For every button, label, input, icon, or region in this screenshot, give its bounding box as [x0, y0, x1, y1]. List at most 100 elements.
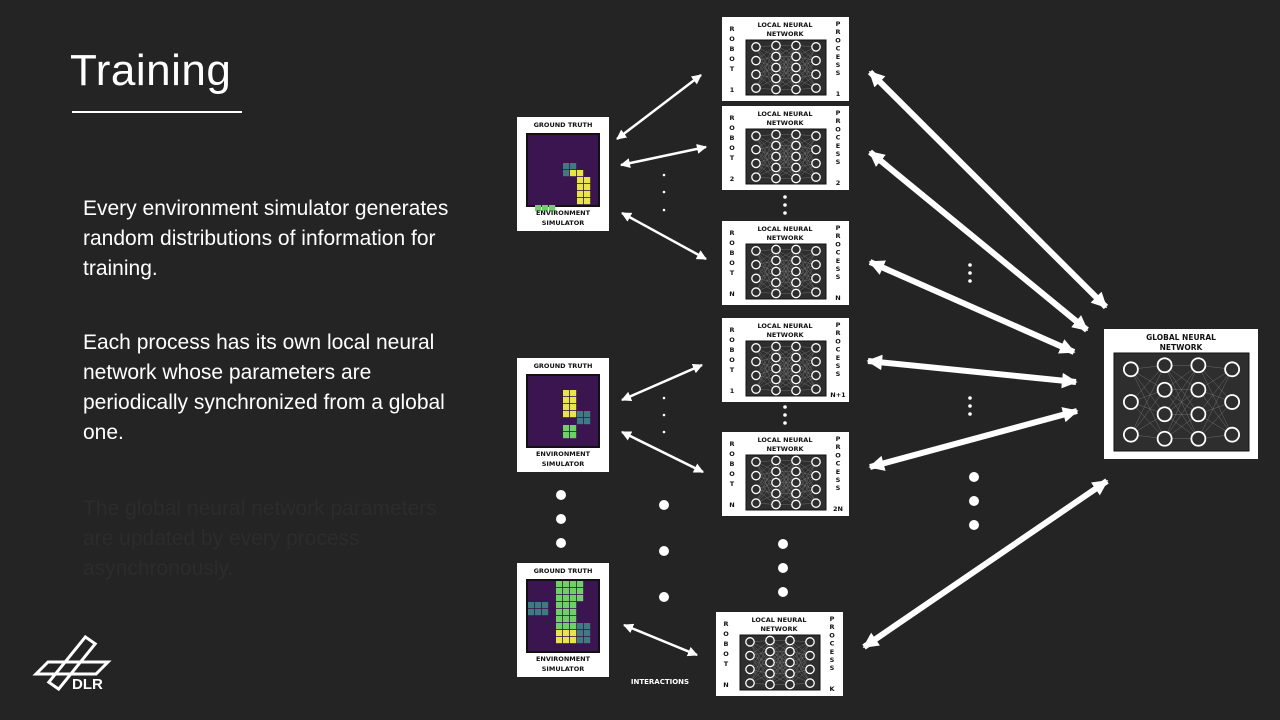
process-number: 2N [833, 505, 843, 513]
robot-label: T [730, 154, 735, 162]
process-label: E [836, 142, 840, 150]
robot-number: N [723, 681, 728, 689]
local-network-label: LOCAL NEURAL [758, 322, 813, 330]
robot-number: N [729, 290, 734, 298]
process-label: E [836, 468, 840, 476]
ellipsis-dot [556, 538, 566, 548]
robot-label: O [729, 336, 735, 344]
process-label: P [836, 321, 841, 329]
process-label: R [835, 232, 840, 240]
environment-label: ENVIRONMENT [536, 450, 591, 458]
ellipsis-dot [969, 496, 979, 506]
ellipsis-dot [783, 211, 787, 215]
sync-arrow [868, 259, 1076, 355]
interaction-arrow [621, 211, 707, 261]
local-network-label: NETWORK [766, 445, 804, 453]
robot-label: T [730, 480, 735, 488]
process-label: O [835, 451, 841, 459]
ellipsis-dot [778, 539, 788, 549]
robot-label: B [730, 249, 735, 257]
environment-label: ENVIRONMENT [536, 209, 591, 217]
robot-label: O [723, 650, 729, 658]
global-network-label: NETWORK [1160, 343, 1204, 352]
process-label: C [836, 249, 841, 257]
interaction-arrow [621, 363, 703, 402]
ellipsis-dot [662, 413, 666, 417]
process-label: S [836, 158, 841, 166]
process-label: S [836, 362, 841, 370]
process-label: S [836, 61, 841, 69]
local-network-label: NETWORK [766, 119, 804, 127]
process-label: C [836, 460, 841, 468]
robot-label: R [729, 114, 734, 122]
process-label: O [835, 36, 841, 44]
process-label: S [830, 664, 835, 672]
environment-simulator-card-2: GROUND TRUTH ENVIRONMENT SIMULATOR [517, 358, 609, 472]
environment-simulator-card-1: GROUND TRUTH ENVIRONMENT SIMULATOR [517, 117, 609, 231]
process-label: S [836, 265, 841, 273]
ellipsis-dot [556, 514, 566, 524]
local-network-label: NETWORK [760, 625, 798, 633]
process-number: N [835, 294, 840, 302]
process-label: S [830, 656, 835, 664]
local-network-label: LOCAL NEURAL [758, 436, 813, 444]
ellipsis-dot [968, 271, 972, 275]
simulator-label: SIMULATOR [542, 460, 584, 468]
ellipsis-dot [778, 587, 788, 597]
robot-label: O [729, 144, 735, 152]
dlr-logo [32, 634, 112, 692]
process-number: 2 [836, 179, 841, 187]
process-number: K [829, 685, 835, 693]
global-network-label: GLOBAL NEURAL [1146, 333, 1216, 342]
ellipsis-dot [556, 490, 566, 500]
process-label: E [836, 53, 840, 61]
robot-label: R [723, 620, 728, 628]
simulator-label: SIMULATOR [542, 219, 584, 227]
process-number: N+1 [830, 391, 846, 399]
process-label: O [835, 125, 841, 133]
interaction-arrow [620, 143, 707, 169]
robot-number: 2 [730, 175, 735, 183]
ellipsis-dot [662, 396, 666, 400]
robot-number: 1 [730, 86, 735, 94]
process-label: P [836, 109, 841, 117]
process-label: P [836, 435, 841, 443]
process-label: O [829, 631, 835, 639]
robot-label: O [729, 450, 735, 458]
process-label: S [836, 476, 841, 484]
local-network-label: NETWORK [766, 234, 804, 242]
ellipsis-dot [968, 412, 972, 416]
process-label: R [835, 28, 840, 36]
process-label: C [836, 45, 841, 53]
robot-label: O [729, 259, 735, 267]
interactions-label: INTERACTIONS [631, 678, 689, 686]
local-network-label: LOCAL NEURAL [758, 21, 813, 29]
process-label: E [836, 257, 840, 265]
ellipsis-dot [968, 279, 972, 283]
robot-label: R [729, 25, 734, 33]
process-label: R [835, 443, 840, 451]
robot-label: O [723, 630, 729, 638]
ellipsis-dot [662, 430, 666, 434]
robot-label: T [730, 65, 735, 73]
process-label: S [836, 370, 841, 378]
process-label: S [836, 273, 841, 281]
process-label: E [836, 354, 840, 362]
ground-truth-label: GROUND TRUTH [534, 121, 593, 129]
paragraph-global-update: The global neural network parameters are… [83, 497, 437, 580]
robot-label: R [729, 229, 734, 237]
sync-arrow [867, 69, 1109, 310]
sync-arrow [868, 407, 1079, 471]
robot-label: T [730, 269, 735, 277]
robot-number: N [729, 501, 734, 509]
ellipsis-dot [968, 396, 972, 400]
process-label: O [835, 240, 841, 248]
ground-truth-label: GROUND TRUTH [534, 362, 593, 370]
process-label: C [830, 640, 835, 648]
